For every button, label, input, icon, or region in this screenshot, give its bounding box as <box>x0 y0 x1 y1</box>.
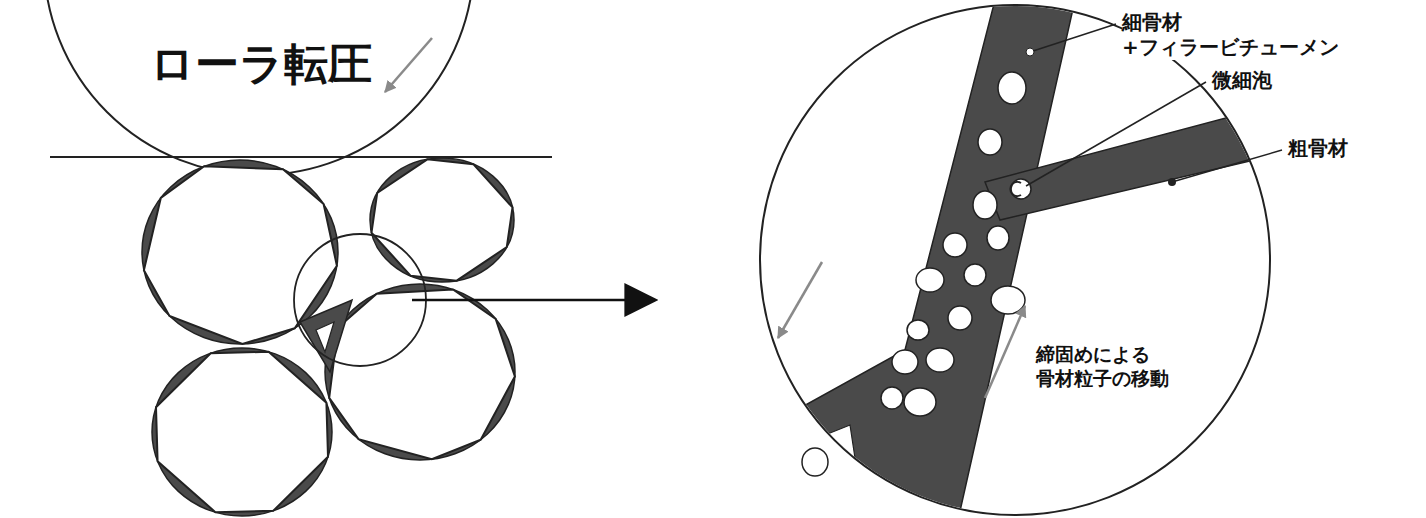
coarse-aggregate <box>144 166 337 344</box>
bubble <box>1011 179 1031 199</box>
movement-label: 締固めによる 骨材粒子の移動 <box>1036 343 1196 391</box>
leader-dot <box>1168 178 1176 186</box>
roller <box>44 0 474 175</box>
magnifier-circle <box>294 234 426 366</box>
leader-line <box>1026 82 1206 186</box>
bubble <box>892 350 918 374</box>
aggregate-coating <box>370 158 514 282</box>
mortar-band-main <box>776 0 1075 518</box>
micro-bubble-mark <box>1010 182 1021 196</box>
bubble-group <box>802 72 1031 476</box>
bubble <box>943 233 967 257</box>
coarse-aggregate <box>156 352 328 512</box>
zoom-arrow <box>412 299 655 302</box>
movement-arrow <box>778 262 822 338</box>
bubble <box>802 448 828 476</box>
leader-line <box>1172 150 1282 182</box>
bubble <box>991 286 1025 314</box>
coarse-aggregate <box>329 290 515 460</box>
aggregate-coating <box>152 348 332 516</box>
leader-dot <box>1026 48 1034 56</box>
coarse-aggregate <box>372 159 513 280</box>
micro-bubble-label: 微細泡 <box>1212 68 1272 93</box>
aggregate-group <box>142 158 515 516</box>
aggregate-coating <box>142 160 338 344</box>
roller-title: ローラ転圧 <box>150 36 372 91</box>
coarse-aggregate-label: 粗骨材 <box>1288 136 1348 161</box>
movement-arrow <box>985 306 1025 398</box>
bubble <box>916 268 944 292</box>
fine-aggregate-label: 細骨材 +フィラービチューメン <box>1122 10 1362 60</box>
surface-line <box>50 156 552 158</box>
roller-arrow <box>385 38 432 92</box>
bubble <box>948 306 972 330</box>
bubble <box>907 320 929 340</box>
bubble <box>973 191 997 219</box>
void-triangle <box>790 425 858 500</box>
mortar-wedge <box>300 300 352 372</box>
leader-line <box>1030 24 1116 52</box>
bubble <box>881 387 903 409</box>
bubble <box>978 129 1002 155</box>
aggregate-coating <box>325 284 515 460</box>
bubble <box>987 226 1009 250</box>
void-triangle <box>316 322 334 352</box>
bubble <box>926 348 954 372</box>
mortar-band-branch <box>985 105 1275 220</box>
bubble <box>964 264 986 286</box>
bubble <box>998 72 1026 104</box>
mortar-band <box>776 0 1275 518</box>
bubble <box>904 388 936 416</box>
